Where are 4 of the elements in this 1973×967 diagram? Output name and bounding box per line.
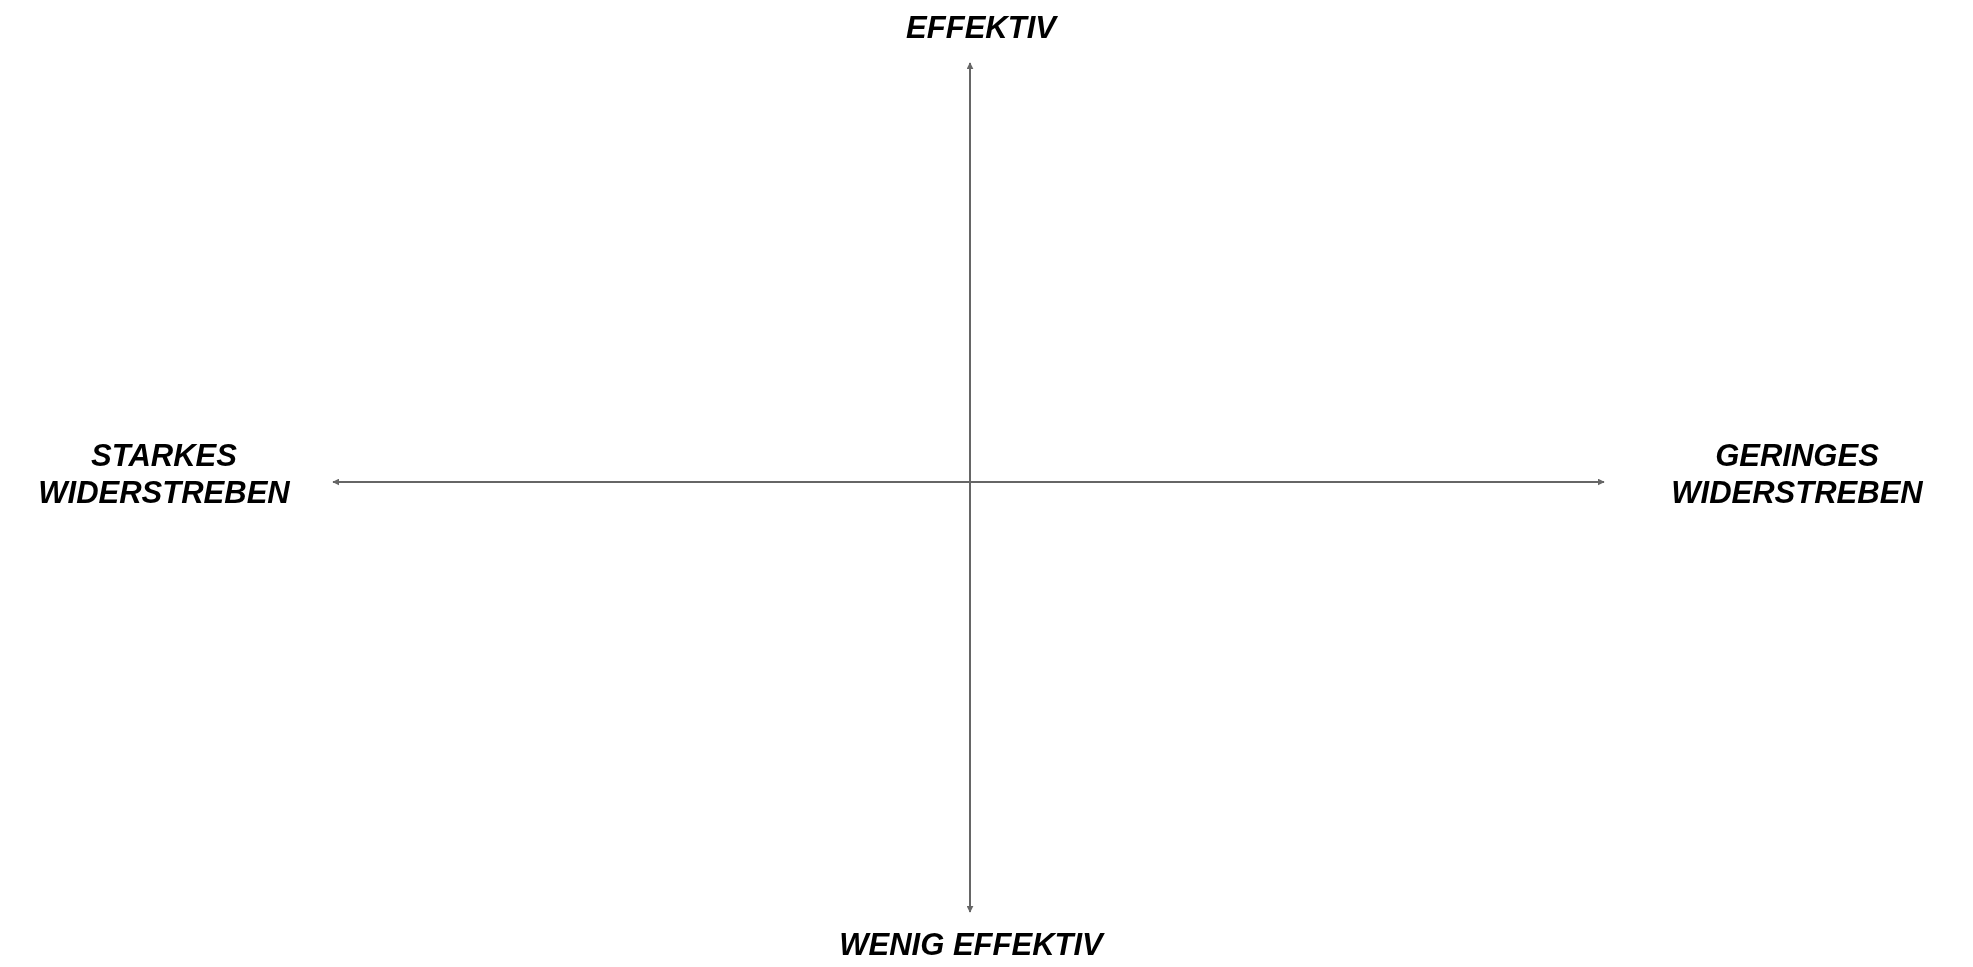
axis-label: GERINGES WIDERSTREBEN [1670,436,1924,512]
axis-label: WENIG EFFEKTIV [838,926,1106,964]
axis-label: EFFEKTIV [905,9,1059,47]
axis-label: STARKES WIDERSTREBEN [37,436,291,512]
